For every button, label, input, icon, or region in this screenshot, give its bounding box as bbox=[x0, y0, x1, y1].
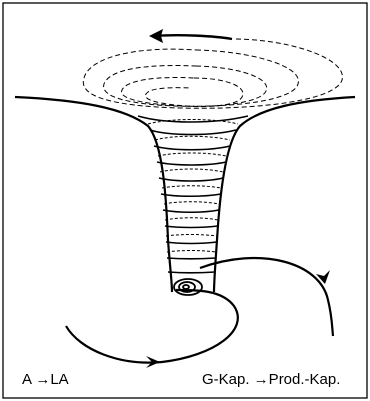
lower-spiral-flow bbox=[65, 256, 335, 364]
funnel-back-arcs bbox=[147, 119, 239, 253]
label-right: G-Kap. →Prod.-Kap. bbox=[202, 371, 340, 388]
right-flow-arrowhead bbox=[316, 270, 330, 284]
funnel-rings bbox=[137, 115, 249, 274]
dashed-swirl-lines bbox=[82, 38, 343, 109]
label-left: A →LA bbox=[22, 371, 69, 388]
funnel-bottom-spiral bbox=[173, 278, 203, 296]
bottom-flow-arrowhead bbox=[146, 356, 160, 368]
funnel-surface-curve bbox=[14, 95, 356, 293]
rotation-arrow bbox=[149, 29, 233, 43]
figure-frame bbox=[2, 2, 368, 399]
